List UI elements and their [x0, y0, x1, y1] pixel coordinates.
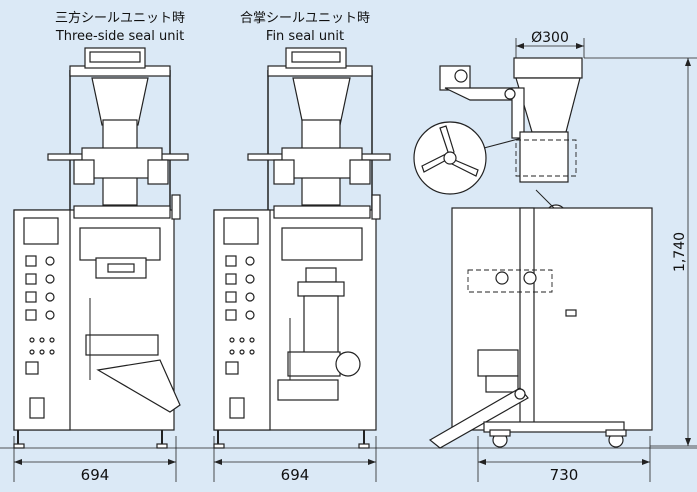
middle-width-dimension: 694: [281, 466, 310, 484]
middle-title-jp: 合掌シールユニット時: [240, 11, 370, 26]
three-side-seal-view: [13, 47, 189, 449]
diameter-dimension: Ø300: [531, 30, 569, 46]
left-title-jp: 三方シールユニット時: [55, 10, 185, 26]
side-view: [413, 57, 653, 449]
right-width-dimension: 730: [550, 466, 579, 484]
dimension-lines: [0, 38, 697, 482]
left-title-en: Three-side seal unit: [55, 29, 184, 44]
left-width-dimension: 694: [81, 466, 110, 484]
middle-title-en: Fin seal unit: [266, 29, 344, 44]
fin-seal-view: [213, 47, 391, 449]
height-dimension: 1,740: [672, 232, 688, 272]
